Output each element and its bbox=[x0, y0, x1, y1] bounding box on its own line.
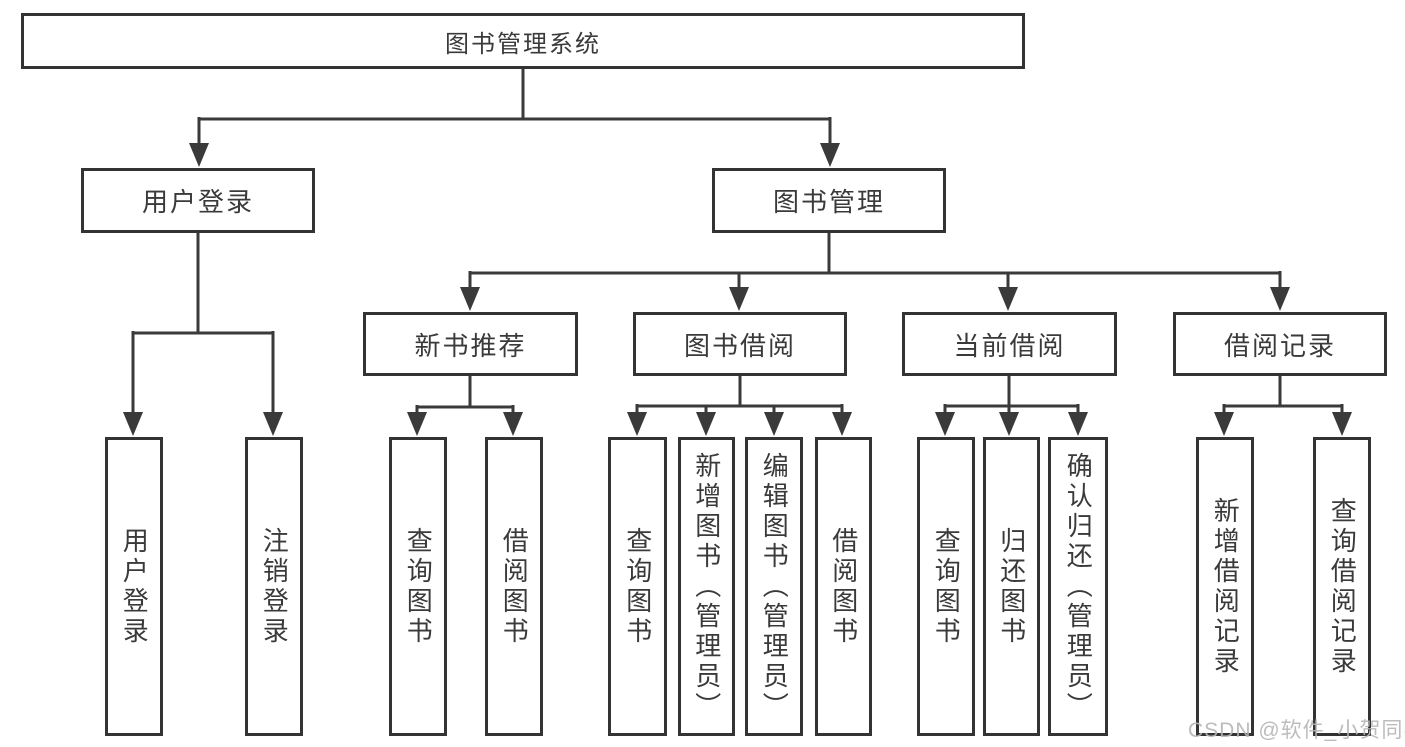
leaf-label: 查询图书 bbox=[931, 526, 962, 647]
leaf-confirm-return-admin: 确认归还（管理员） bbox=[1048, 437, 1108, 736]
leaf-label: 新增图书（管理员） bbox=[691, 451, 722, 722]
leaf-add-book-admin: 新增图书（管理员） bbox=[678, 437, 735, 736]
leaf-label: 查询图书 bbox=[403, 526, 434, 647]
csdn-watermark: CSDN @软件_小贺同学 bbox=[1188, 719, 1405, 742]
node-current-borrowing: 当前借阅 bbox=[902, 312, 1117, 376]
node-user-login: 用户登录 bbox=[81, 168, 315, 233]
leaf-label: 查询借阅记录 bbox=[1327, 496, 1358, 677]
leaf-borrow-books: 借阅图书 bbox=[815, 437, 872, 736]
node-new-book-recommendation: 新书推荐 bbox=[363, 312, 578, 376]
leaf-label: 确认归还（管理员） bbox=[1063, 451, 1094, 722]
leaf-label: 归还图书 bbox=[996, 526, 1027, 647]
leaf-query-books-current: 查询图书 bbox=[917, 437, 975, 736]
leaf-borrow-books-recommend: 借阅图书 bbox=[485, 437, 543, 736]
leaf-user-login: 用户登录 bbox=[105, 437, 163, 736]
leaf-label: 查询图书 bbox=[622, 526, 653, 647]
leaf-query-books-recommend: 查询图书 bbox=[389, 437, 447, 736]
node-label: 借阅记录 bbox=[1223, 330, 1336, 361]
node-label: 图书借阅 bbox=[683, 330, 796, 361]
node-label: 当前借阅 bbox=[953, 330, 1066, 361]
node-book-borrowing: 图书借阅 bbox=[633, 312, 847, 376]
leaf-label: 借阅图书 bbox=[828, 526, 859, 647]
leaf-label: 借阅图书 bbox=[499, 526, 530, 647]
leaf-label: 编辑图书（管理员） bbox=[759, 451, 790, 722]
leaf-query-books-borrow: 查询图书 bbox=[608, 437, 667, 736]
node-book-management: 图书管理 bbox=[712, 168, 946, 233]
node-label: 用户登录 bbox=[141, 187, 254, 217]
leaf-label: 新增借阅记录 bbox=[1210, 496, 1241, 677]
leaf-edit-book-admin: 编辑图书（管理员） bbox=[745, 437, 803, 736]
node-root-library-management-system: 图书管理系统 bbox=[21, 13, 1025, 69]
node-label: 图书管理系统 bbox=[445, 30, 601, 58]
leaf-query-borrow-record: 查询借阅记录 bbox=[1313, 437, 1371, 736]
node-label: 新书推荐 bbox=[414, 330, 527, 361]
leaf-add-borrow-record: 新增借阅记录 bbox=[1196, 437, 1254, 736]
leaf-return-book: 归还图书 bbox=[983, 437, 1040, 736]
leaf-logout: 注销登录 bbox=[245, 437, 303, 736]
leaf-label: 用户登录 bbox=[119, 526, 150, 647]
node-label: 图书管理 bbox=[772, 187, 885, 217]
node-borrowing-records: 借阅记录 bbox=[1173, 312, 1387, 376]
leaf-label: 注销登录 bbox=[259, 526, 290, 647]
